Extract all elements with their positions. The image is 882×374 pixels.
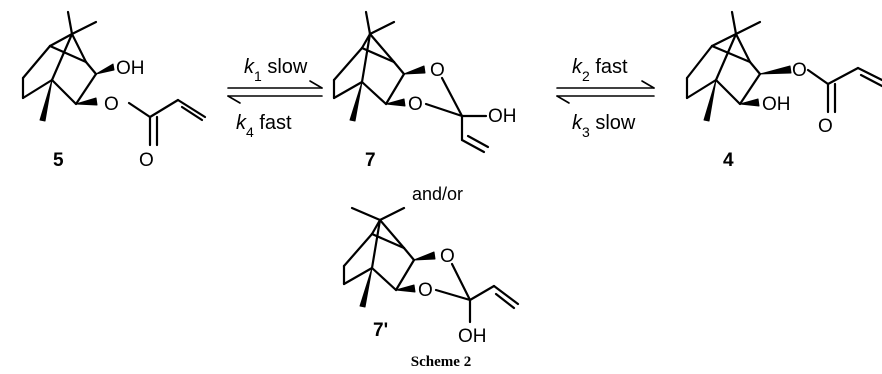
compound-4-ester-o: O <box>792 60 807 81</box>
compound-5-oh: OH <box>116 58 145 79</box>
compound-7-ring-o-top: O <box>430 60 445 81</box>
rate-k3-label: k3 slow <box>572 112 636 140</box>
compound-7-oh: OH <box>488 106 517 127</box>
compound-5-ester-o: O <box>104 94 119 115</box>
equilibrium-arrows-2 <box>556 80 655 104</box>
compound-7-prime-ring-o-bottom: O <box>418 280 433 301</box>
compound-4-oh: OH <box>762 94 791 115</box>
compound-7-prime-oh: OH <box>458 326 487 347</box>
rate-k4-label: k4 fast <box>236 112 292 140</box>
compound-5-structure <box>21 10 207 147</box>
compound-7-prime-structure <box>342 206 520 324</box>
compound-7-ring-o-bottom: O <box>408 94 423 115</box>
and-or-note: and/or <box>412 184 463 204</box>
compound-7-prime-ring-o-top: O <box>440 246 455 267</box>
equilibrium-arrows-1 <box>227 80 323 104</box>
compound-7-structure <box>332 10 490 154</box>
compound-4-structure <box>685 10 882 122</box>
compound-5-carbonyl-o: O <box>139 150 154 171</box>
rate-k1-label: k1 slow <box>244 56 308 84</box>
compound-4-label: 4 <box>723 150 734 171</box>
compound-7-label: 7 <box>365 150 376 171</box>
compound-7-prime-label: 7' <box>373 320 388 341</box>
compound-5-label: 5 <box>53 150 64 171</box>
scheme-caption: Scheme 2 <box>411 354 471 370</box>
compound-4-carbonyl-o: O <box>818 116 833 137</box>
rate-k2-label: k2 fast <box>572 56 628 84</box>
